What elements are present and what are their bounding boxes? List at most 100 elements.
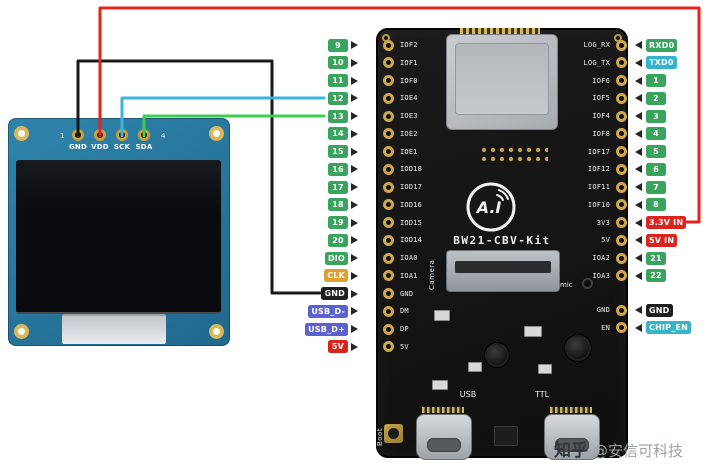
pin-tag: 3.3V IN [646,216,687,229]
pin-row: IOF4 3 [560,109,686,123]
oled-flex-connector [62,314,166,344]
board-right-pins-bottom: GND GND EN CHIP_EN [560,303,691,335]
mounting-hole [209,324,224,339]
pin-pad [383,217,394,228]
pin-pad [616,75,627,86]
pin-row: IOA2 21 [560,251,686,265]
pin-tag-wrap: GND [292,287,348,300]
pin-pad [383,199,394,211]
pin-pad [616,110,627,122]
pin-tag: 17 [328,180,348,194]
arrow-left-icon [631,183,642,191]
arrow-right-icon [351,183,362,191]
pin-tag: 14 [328,127,348,141]
pin-tag: USB_D- [308,304,348,318]
pin-hole-icon [72,129,84,141]
pin-row: 10 IOF1 [292,56,422,70]
pin-pad [383,288,394,299]
pin-tag: 7 [646,180,666,194]
pin-silk-label: IOA1 [400,271,418,280]
watermark: 知乎 @安信可科技 [554,436,683,461]
pin-tag-wrap: 9 [292,38,348,52]
oled-pin-number-first: 1 [60,132,65,140]
pin-pad [383,341,394,353]
pin-tag: 1 [646,74,666,87]
mic-label: mic [560,281,573,289]
header-footprint-dots [480,146,548,164]
pin-tag: 5 [646,145,666,158]
pin-tag-wrap: CLK [292,269,348,283]
pin-tag: 5V [328,340,348,354]
pin-silk-label: IOE1 [400,147,418,156]
pin-row: IOA3 22 [560,269,686,283]
pin-pad [616,163,627,175]
pin-row: IOF12 6 [560,162,686,176]
pin-row: 11 IOF0 [292,74,422,88]
pin-tag-wrap: 20 [292,233,348,247]
pin-silk-label: 5V [400,342,409,351]
pin-row: 15 IOE1 [292,145,422,159]
pin-row: CLK IOA1 [292,269,422,283]
oled-pin-label: SDA [135,143,153,151]
arrow-right-icon [351,147,362,156]
pin-row: USB_D+ DP [292,322,422,336]
arrow-left-icon [631,200,642,209]
mounting-hole [209,126,224,141]
pin-row: 14 IOE2 [292,127,422,141]
arrow-left-icon [631,165,642,174]
oled-pin-sda: SDA [134,129,154,151]
pin-tag-wrap: 17 [292,180,348,194]
pin-tag: 6 [646,162,666,176]
pin-pad [616,322,627,334]
arrow-right-icon [351,325,362,333]
pin-pad [383,92,394,104]
pin-pad [616,128,627,140]
arrow-left-icon [631,236,642,245]
arrow-right-icon [351,254,362,262]
pin-tag-wrap: DIO [292,251,348,265]
pin-pad [616,304,627,316]
pin-row: IOF8 4 [560,127,686,141]
microphone [484,342,510,368]
oled-pin-label: SCK [113,143,131,151]
pin-pad [616,57,627,69]
arrow-right-icon [351,129,362,138]
pin-hole-icon [138,129,150,141]
oled-pin-number-last: 4 [161,132,166,140]
pin-silk-label: IOD14 [400,236,423,245]
pin-tag: 19 [328,216,348,229]
pin-silk-label: GND [596,306,610,314]
usb-c-opening [555,438,589,452]
pin-pad [616,217,627,228]
pin-row: LOG_TX TXD0 [560,56,686,70]
arrow-right-icon [351,112,362,120]
pin-tag: RXD0 [646,38,678,52]
pin-pad [383,110,394,122]
pin-pad [616,252,627,264]
pin-row: 20 IOD14 [292,233,422,247]
pin-row: 9 IOF2 [292,38,422,52]
pin-row: USB_D- DM [292,304,422,318]
arrow-right-icon [351,342,362,351]
pin-tag: 10 [328,56,348,70]
pin-pad [383,128,394,140]
pin-pad [383,252,394,264]
arrow-left-icon [631,306,642,314]
pin-tag: DIO [324,251,348,265]
ic-chip [494,426,518,446]
pin-row: 3V3 3.3V IN [560,216,687,230]
boot-button-cap [388,428,399,439]
pin-pad [383,75,394,86]
pin-silk-label: IOF5 [592,94,610,103]
pin-tag: GND [646,303,673,317]
pin-tag: 4 [646,127,666,141]
pin-tag: 2 [646,91,666,105]
pin-pad [616,270,627,282]
pin-pad [383,181,394,193]
arrow-right-icon [351,218,362,227]
pin-tag: CHIP_EN [646,321,691,335]
pin-tag-wrap: 16 [292,162,348,176]
pin-hole-icon [116,129,128,141]
pin-row: 19 IOD15 [292,216,422,230]
pin-silk-label: IOF6 [592,76,610,85]
